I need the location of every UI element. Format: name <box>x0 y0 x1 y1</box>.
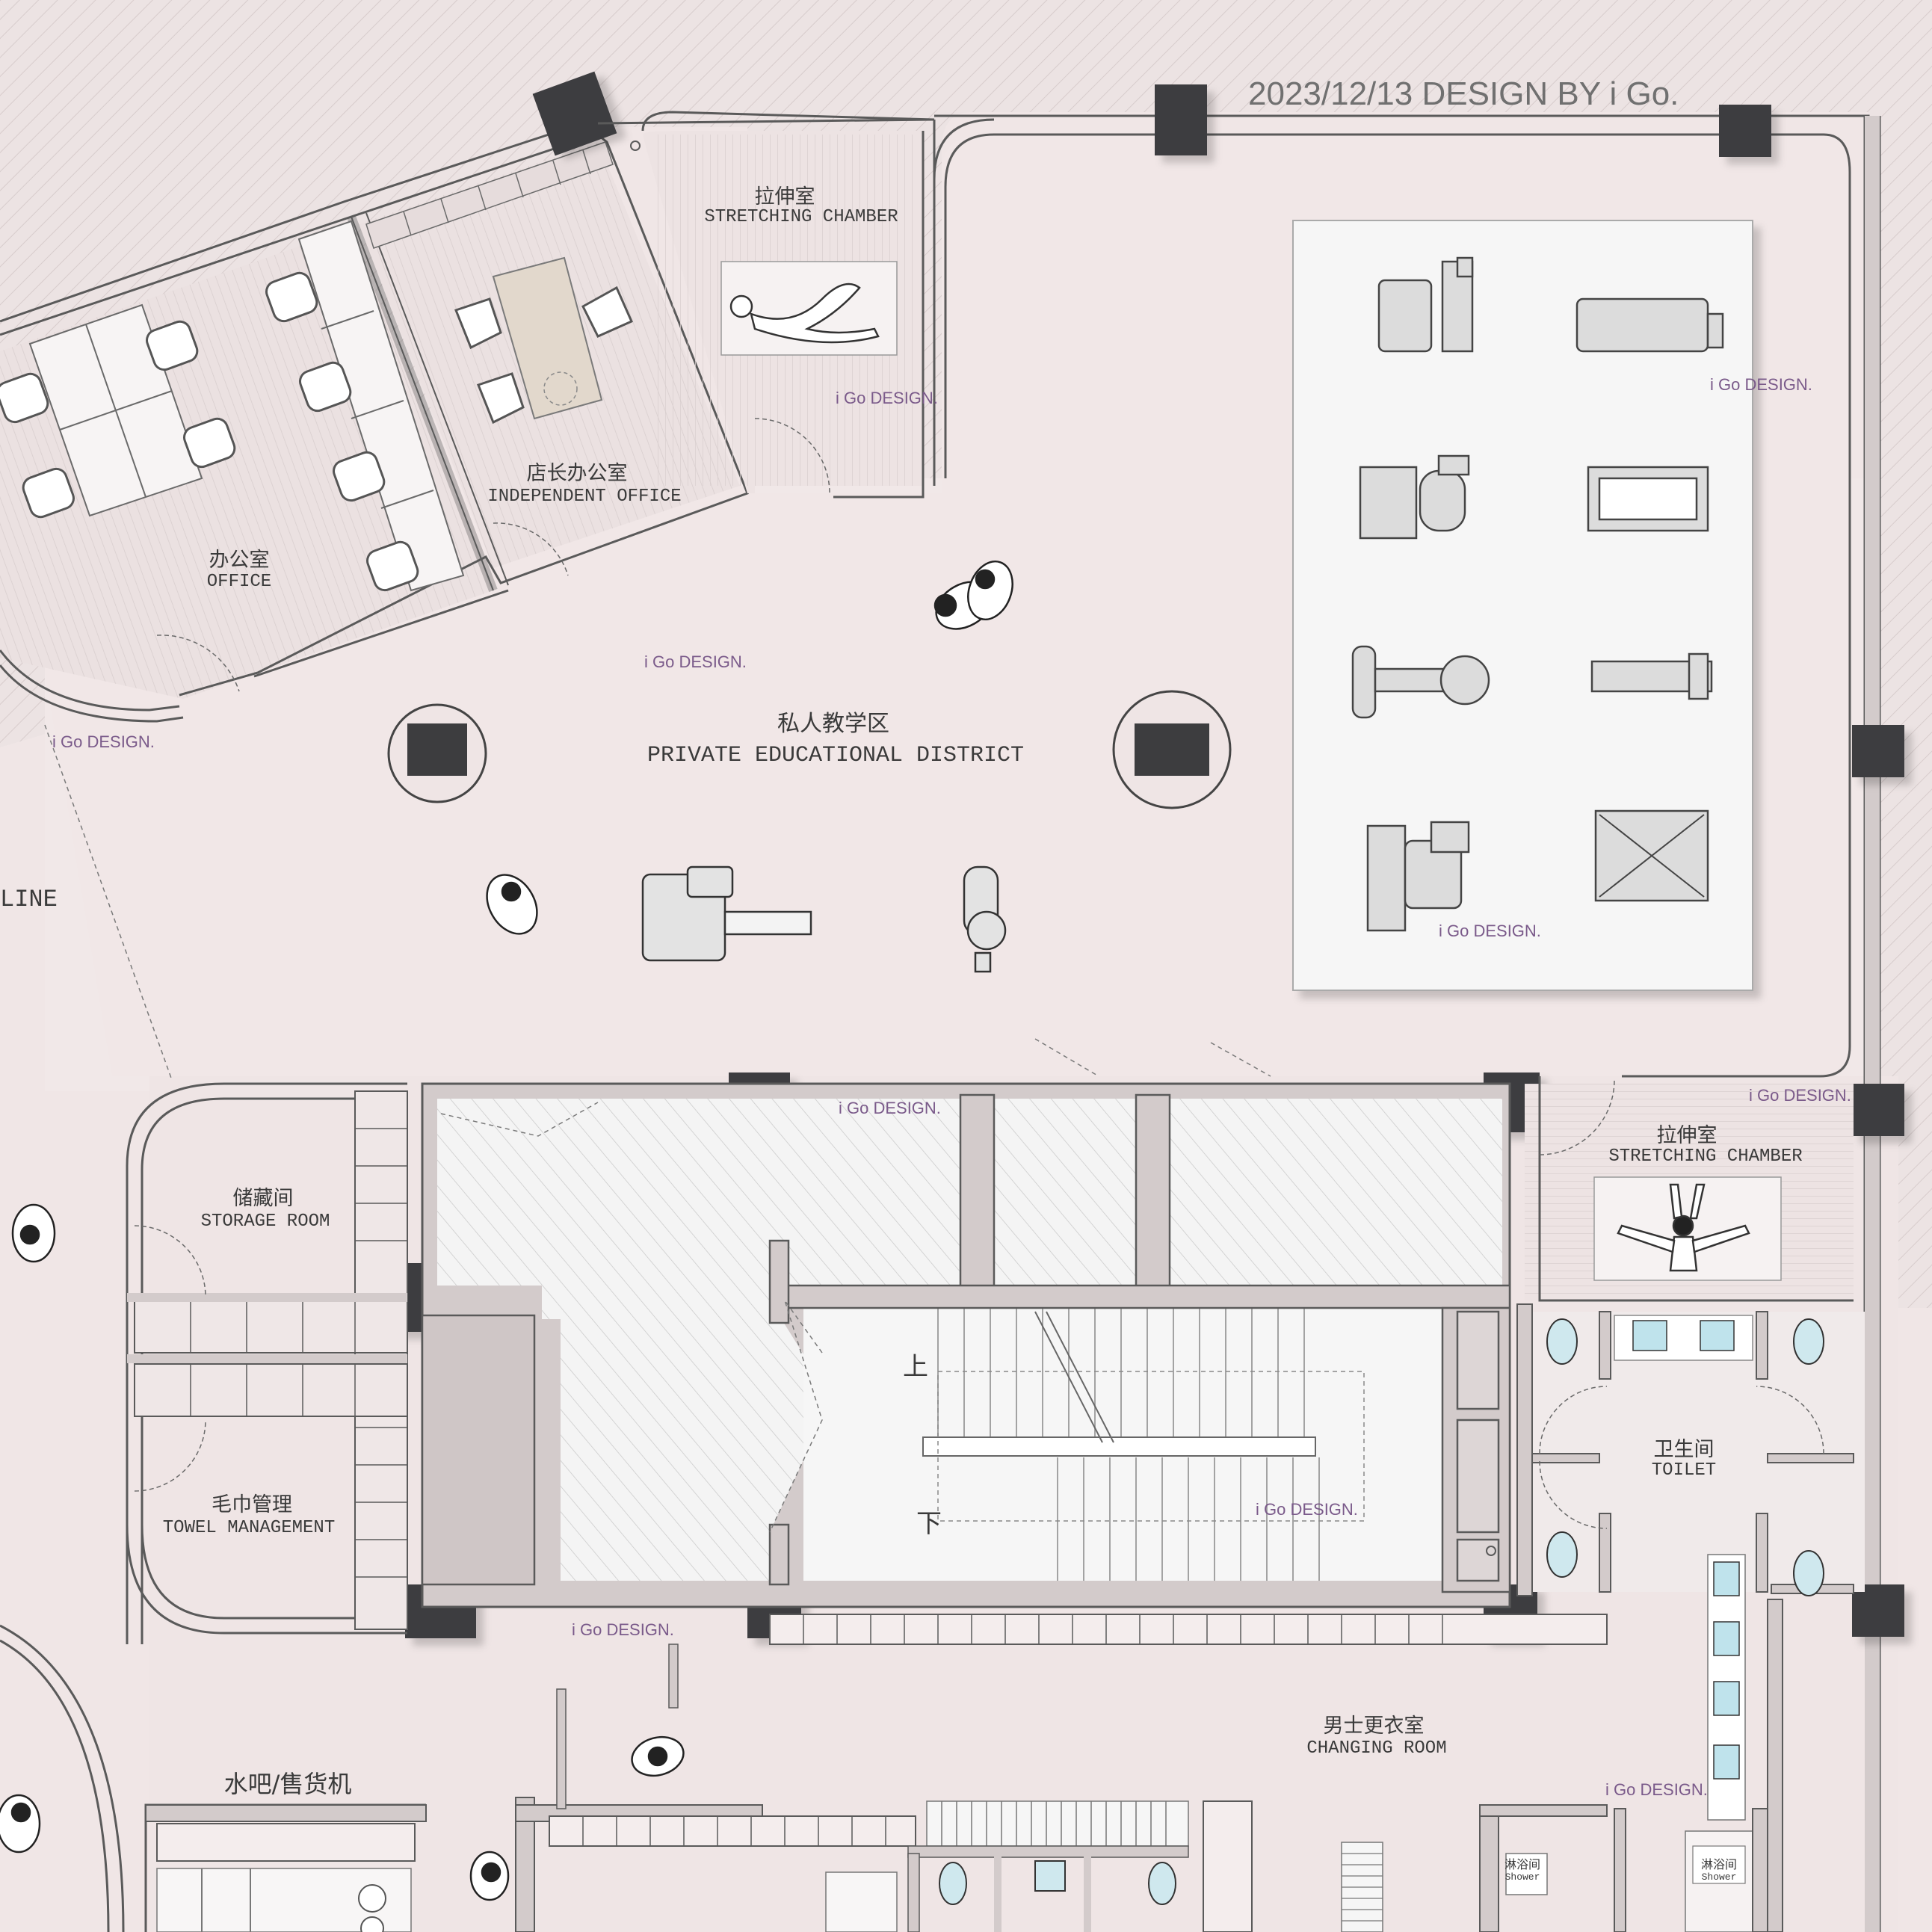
header-credit: 2023/12/13 DESIGN BY i Go. <box>1248 75 1679 112</box>
stretching-right-en: STRETCHING CHAMBER <box>1608 1146 1802 1167</box>
door-swings <box>44 724 1271 1533</box>
shower-left-en: Shower <box>1505 1871 1540 1883</box>
toilet-block <box>1516 1303 1865 1932</box>
watermarks: i Go DESIGN. i Go DESIGN. i Go DESIGN. i… <box>52 375 1851 1799</box>
changing-en: CHANGING ROOM <box>1306 1738 1446 1759</box>
shower-right-zh: 淋浴间 <box>1701 1857 1737 1871</box>
stretching-right-zh: 拉伸室 <box>1657 1124 1717 1147</box>
towel-zh: 毛巾管理 <box>212 1493 292 1516</box>
bottom-strip <box>0 1624 1768 1932</box>
office-zh: 办公室 <box>209 549 270 572</box>
watermark: i Go DESIGN. <box>836 389 938 407</box>
storage-en: STORAGE ROOM <box>201 1212 330 1232</box>
stretching-chamber-right <box>1525 1076 1854 1302</box>
toilet-zh: 卫生间 <box>1654 1438 1715 1461</box>
toilet-en: TOILET <box>1652 1460 1716 1481</box>
watermark: i Go DESIGN. <box>839 1099 941 1117</box>
shower-left-zh: 淋浴间 <box>1504 1857 1540 1871</box>
office-en: OFFICE <box>207 572 271 592</box>
water-bar-zh: 水吧/售货机 <box>224 1770 352 1798</box>
private-district-zh: 私人教学区 <box>777 711 889 737</box>
towel-en: TOWEL MANAGEMENT <box>163 1518 335 1538</box>
central-core <box>421 1082 1608 1645</box>
stair-down-label: 下 <box>916 1509 942 1539</box>
edge-label: LINE <box>0 886 58 913</box>
round-column-left <box>387 703 487 803</box>
watermark: i Go DESIGN. <box>644 652 747 671</box>
stretching-chamber-top <box>630 111 936 499</box>
independent-office-zh: 店长办公室 <box>527 462 628 485</box>
round-column-right <box>1112 690 1232 809</box>
equipment-zone <box>1292 220 1753 991</box>
changing-zh: 男士更衣室 <box>1324 1715 1425 1738</box>
watermark: i Go DESIGN. <box>1256 1500 1358 1519</box>
watermark: i Go DESIGN. <box>572 1620 674 1639</box>
private-district-en: PRIVATE EDUCATIONAL DISTRICT <box>647 743 1024 768</box>
people <box>0 560 1013 1901</box>
storage-towel-block <box>126 1082 408 1644</box>
storage-zh: 储藏间 <box>233 1187 294 1210</box>
independent-office-en: INDEPENDENT OFFICE <box>487 487 681 507</box>
watermark: i Go DESIGN. <box>1439 922 1541 940</box>
watermark: i Go DESIGN. <box>1749 1086 1851 1105</box>
shower-right-en: Shower <box>1702 1871 1737 1883</box>
floor-machines <box>641 865 1007 973</box>
watermark: i Go DESIGN. <box>1710 375 1812 394</box>
watermark: i Go DESIGN. <box>52 732 155 751</box>
stair-up-label: 上 <box>903 1352 928 1382</box>
stretching-top-zh: 拉伸室 <box>755 185 815 209</box>
stretching-top-en: STRETCHING CHAMBER <box>704 207 898 227</box>
office-wing <box>0 71 749 723</box>
watermark: i Go DESIGN. <box>1605 1780 1708 1799</box>
